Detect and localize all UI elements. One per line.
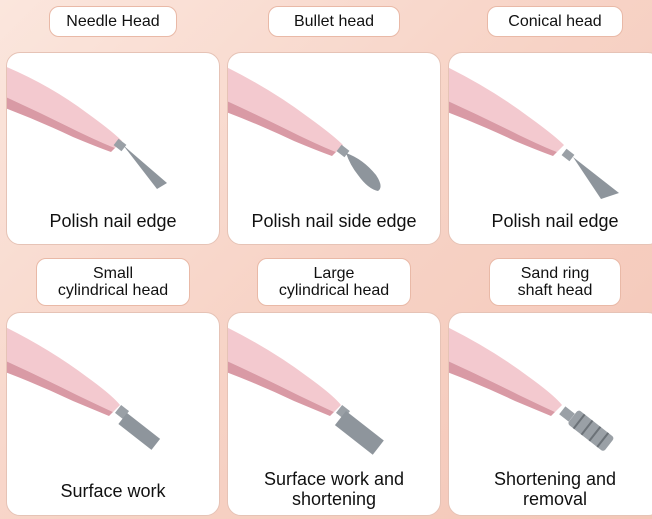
nail-drill-bullet-icon [228,67,381,191]
needle-head-title: Needle Head [49,6,177,37]
conical-head-card: Polish nail edge [448,52,652,245]
conical-head-caption: Polish nail edge [491,211,619,231]
nail-drill-small-cylinder-icon [7,327,161,450]
nail-drill-sand-ring-icon [449,327,614,451]
large-cylinder-caption: Surface work and shortening [263,469,405,509]
needle-head-caption: Polish nail edge [49,211,177,231]
large-cylinder-title: Large cylindrical head [257,258,411,306]
sand-ring-title: Sand ring shaft head [489,258,621,306]
small-cylinder-card: Surface work [6,312,220,516]
small-cylinder-title: Small cylindrical head [36,258,190,306]
nail-drill-needle-icon [7,67,167,189]
bullet-head-card: Polish nail side edge [227,52,441,245]
bullet-head-caption: Polish nail side edge [251,211,417,231]
large-cylinder-card: Surface work and shortening [227,312,441,516]
sand-ring-card: Shortening and removal [448,312,652,516]
nail-drill-cone-icon [449,67,619,199]
needle-head-card: Polish nail edge [6,52,220,245]
conical-head-title: Conical head [487,6,623,37]
sand-ring-caption: Shortening and removal [493,469,617,509]
bullet-head-title: Bullet head [268,6,400,37]
small-cylinder-caption: Surface work [60,481,166,501]
nail-drill-large-cylinder-icon [228,327,384,455]
